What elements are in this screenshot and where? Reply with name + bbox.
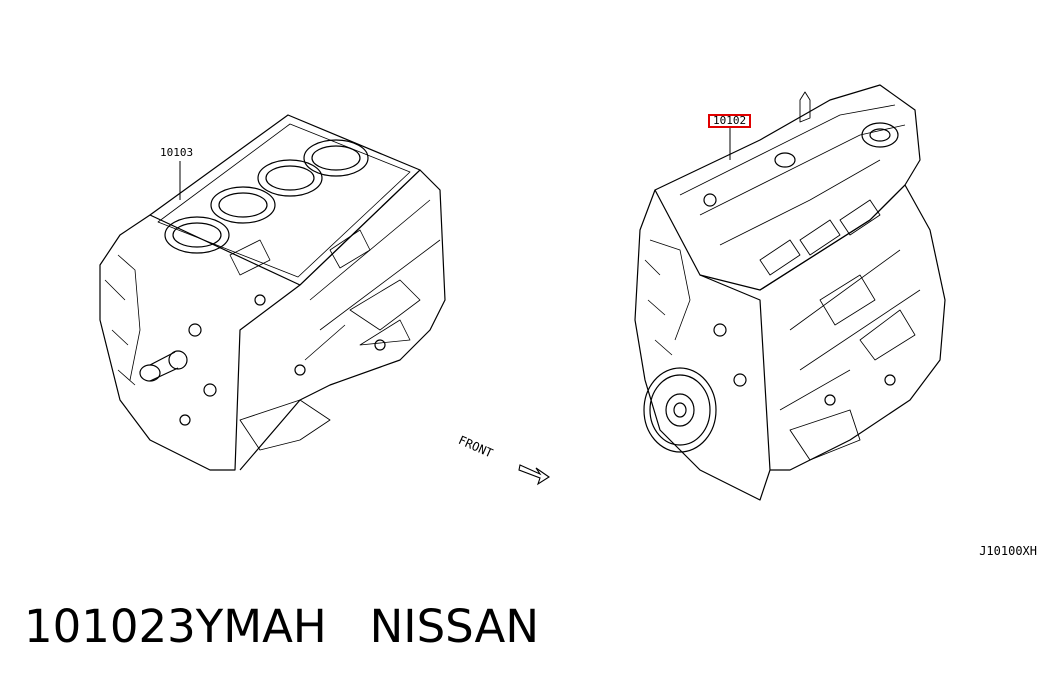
short-block-drawing (99, 114, 446, 471)
callout-long-block: 10102 (708, 114, 752, 128)
part-title: 101023YMAH NISSAN (24, 600, 539, 653)
callout-short-block: 10103 (160, 146, 194, 159)
front-arrow (518, 464, 550, 486)
brand-name: NISSAN (369, 600, 539, 653)
part-number: 101023YMAH (24, 600, 327, 653)
long-block-drawing (634, 84, 946, 501)
figure-code: J10100XH (979, 544, 1037, 558)
